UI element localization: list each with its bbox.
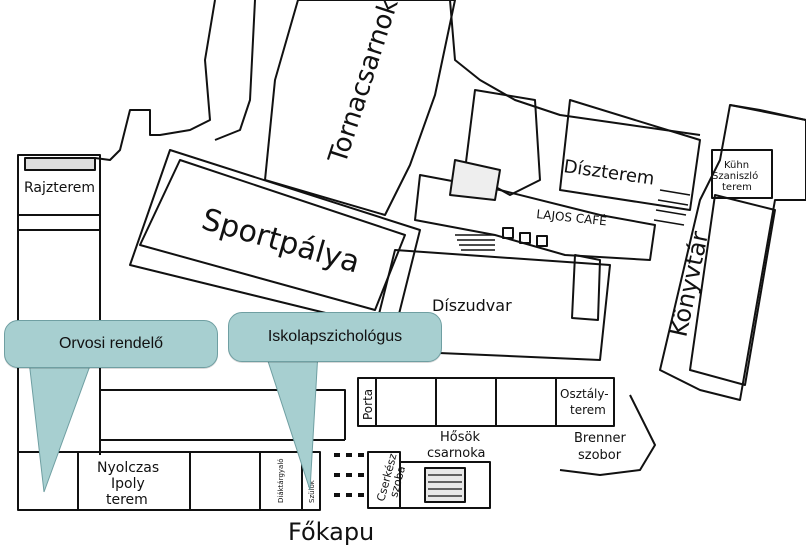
label-hosok-2: csarnoka [427, 446, 485, 461]
label-szulok: Szülők [307, 479, 316, 503]
label-diszterem: Díszterem [562, 156, 655, 190]
cafe-wing [414, 174, 656, 261]
outer-boundary-top [94, 0, 216, 161]
sportpalya-field [139, 159, 406, 311]
label-nyolczas-3: terem [106, 492, 148, 508]
rajzterem-stairs [24, 157, 96, 171]
label-osztalyterem-1: Osztály- [560, 387, 609, 401]
label-diszudvar: Díszudvar [432, 296, 512, 315]
callout-orvosi-tail [27, 351, 96, 493]
diszterem-hall [559, 99, 701, 211]
diszterem-building [464, 89, 541, 196]
entrance-dot-9 [358, 493, 364, 497]
room-row-2 [435, 377, 497, 427]
cafe-table-3 [536, 235, 548, 247]
stair-hatch-2 [653, 189, 691, 226]
entrance-dot-2 [346, 453, 352, 457]
entrance-dot-4 [334, 473, 340, 477]
label-tornacsarnok: Tornacsarnok [323, 0, 405, 168]
konyvtar-wing [659, 104, 806, 401]
osztalyterem-room [555, 377, 615, 427]
label-rajzterem: Rajzterem [24, 180, 95, 196]
konyvtar-room [689, 194, 776, 386]
cafe-stairs [571, 254, 601, 321]
entrance-dot-3 [358, 453, 364, 457]
room-row-1 [375, 377, 437, 427]
cafe-table-2 [519, 232, 531, 244]
lower-right-corridor [559, 394, 656, 476]
stair-block-left [449, 159, 501, 201]
callout-iskolapszichologus: Iskolapszichológus [228, 312, 442, 362]
label-fokapu: Főkapu [288, 518, 374, 546]
label-lajos-cafe: LAJOS CAFÉ [536, 206, 608, 228]
outer-boundary-left-inner [214, 0, 256, 141]
label-konyvtar: Könyvtár [664, 229, 714, 339]
callout-orvosi-rendelo: Orvosi rendelő [4, 320, 218, 368]
room-row-3 [495, 377, 557, 427]
label-kuhn-1: Kühn [724, 160, 749, 171]
hosok-stair [424, 467, 466, 503]
label-kuhn-2: Szaniszló [712, 170, 758, 182]
label-kuhn-3: terem [722, 182, 752, 193]
label-diaktargyalo: Diáktárgyaló [277, 458, 285, 503]
entrance-dot-8 [346, 493, 352, 497]
label-hosok-1: Hősök [440, 430, 480, 445]
label-nyolczas-2: Ipoly [111, 476, 145, 492]
cafe-table-1 [502, 227, 514, 239]
label-brenner-2: szobor [578, 448, 622, 463]
bottom-room-2 [189, 451, 261, 511]
entrance-dot-5 [346, 473, 352, 477]
label-brenner-1: Brenner [574, 431, 626, 446]
hosok-block [399, 461, 491, 509]
label-osztalyterem-2: terem [570, 403, 606, 417]
label-nyolczas-1: Nyolczas [97, 460, 159, 476]
tornacsarnok-building [264, 0, 456, 216]
outer-boundary-right [449, 0, 701, 136]
kuhn-room [711, 149, 773, 199]
callout-iskolapszichologus-tail [264, 351, 319, 491]
entrance-dot-6 [358, 473, 364, 477]
hosok-stair-steps [428, 474, 462, 497]
entrance-dot-7 [334, 493, 340, 497]
label-porta: Porta [361, 389, 375, 420]
entrance-dot-1 [334, 453, 340, 457]
stair-hatch-1 [455, 234, 495, 251]
